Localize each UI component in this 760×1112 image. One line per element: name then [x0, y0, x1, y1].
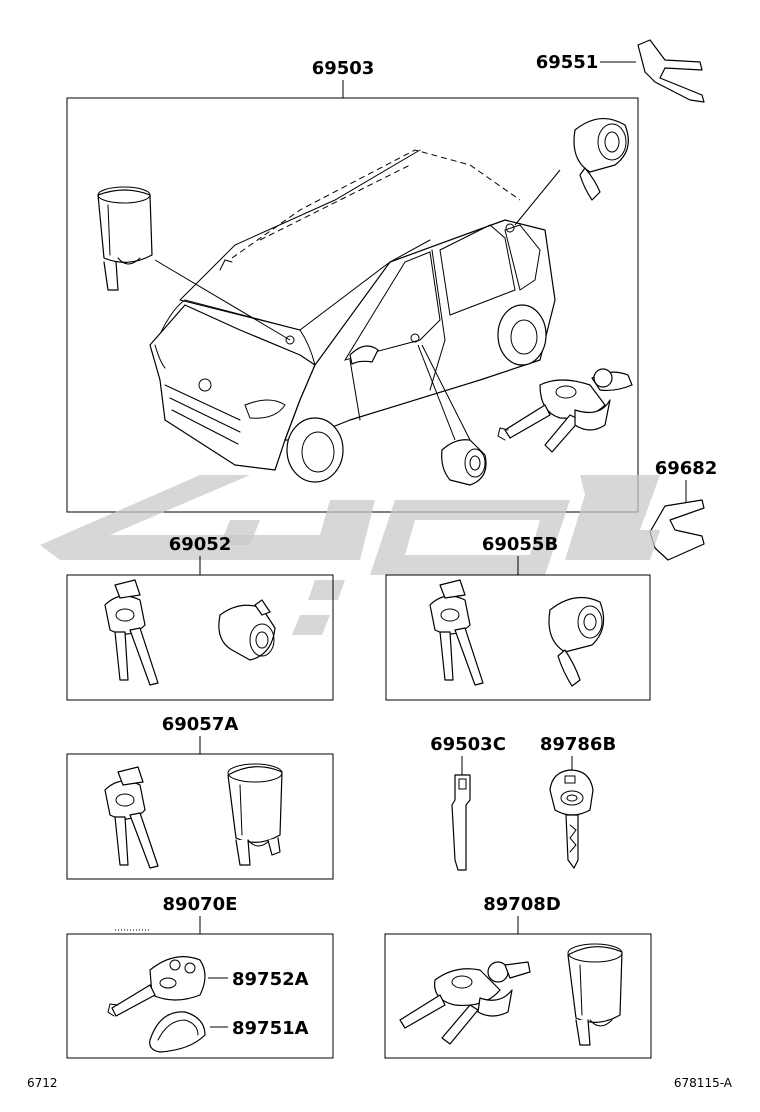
label-89070E[interactable]: 89070E: [163, 894, 238, 915]
label-89786B[interactable]: 89786B: [540, 734, 616, 755]
group-69057A: 69057A: [66, 714, 334, 880]
label-69055B[interactable]: 69055B: [482, 534, 558, 555]
group-69055B: 69055B: [385, 534, 651, 701]
footer-right-code: 678115-A: [674, 1076, 733, 1090]
clip-69682: 69682: [649, 458, 718, 561]
label-89708D[interactable]: 89708D: [483, 894, 561, 915]
clip-69551: 69551: [536, 39, 705, 103]
label-69052[interactable]: 69052: [169, 534, 232, 555]
box-89708D: [384, 933, 652, 1059]
box-69057A: [66, 753, 334, 880]
cylinder-69055B: [548, 596, 605, 687]
leader-door-cylinder-1: [417, 344, 456, 441]
hood-lock-cylinder: [97, 186, 291, 341]
group-69052: 69052: [66, 534, 334, 701]
cylinder-69052: [218, 599, 276, 661]
leader-back-cylinder: [514, 169, 561, 226]
box-69052: [66, 574, 334, 701]
key-pair-69055B: [429, 579, 484, 686]
cylinder-89708D: [567, 943, 623, 1046]
key-blank-69503C: 69503C: [430, 734, 506, 871]
key-89786B: 89786B: [540, 734, 616, 869]
label-69551[interactable]: 69551: [536, 52, 599, 73]
leader-hood-cylinder: [154, 259, 291, 341]
key-set-89708D: [399, 961, 531, 1045]
back-door-cylinder: [514, 118, 629, 226]
key-pair-69052: [104, 579, 159, 686]
label-69057A[interactable]: 69057A: [162, 714, 239, 735]
key-cover-89751A: [149, 1011, 228, 1053]
group-89070E: 89070E 89752A 89751A: [66, 894, 334, 1059]
group-89708D: 89708D: [384, 894, 652, 1059]
box-89070E: [66, 933, 334, 1059]
key-set-main: [497, 368, 633, 453]
key-pair-69057A: [104, 766, 159, 869]
label-69503C[interactable]: 69503C: [430, 734, 506, 755]
label-69503[interactable]: 69503: [312, 58, 375, 79]
leader-door-cylinder-2: [421, 344, 471, 441]
footer-left-code: 6712: [27, 1076, 58, 1090]
car-illustration: [149, 149, 556, 483]
cylinder-69057A: [227, 763, 283, 866]
label-69682[interactable]: 69682: [655, 458, 718, 479]
box-69055B: [385, 574, 651, 701]
remote-key-89752A: [107, 956, 228, 1017]
watermark-logo: [40, 475, 660, 635]
main-assembly-group: 69503: [66, 58, 639, 513]
label-89751A[interactable]: 89751A: [232, 1018, 309, 1039]
door-lock-cylinder: [417, 344, 487, 486]
label-89752A[interactable]: 89752A: [232, 969, 309, 990]
